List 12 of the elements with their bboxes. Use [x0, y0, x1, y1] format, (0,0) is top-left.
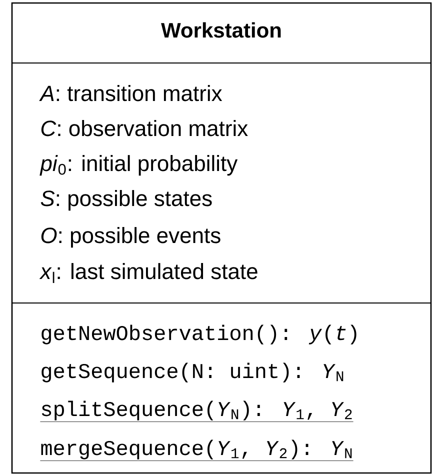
method-text: getNewObservation(): y(t): [42, 324, 356, 344]
attribute-text: x$_{l}$: last simulated state: [39, 263, 258, 284]
attribute-text: S: possible states: [40, 190, 212, 211]
attribute-text: A: transition matrix: [39, 85, 222, 102]
method-text: mergeSequence(Y$_{1}$, Y$_{2}$): Y$_{N}$: [40, 440, 354, 461]
class-name: Workstation: [161, 22, 281, 38]
attribute-text: pi$_{0}$: initial probability: [40, 155, 238, 176]
method-text: splitSequence(Y$_{N}$): Y$_{1}$, Y$_{2}$: [40, 400, 354, 422]
attribute-text: O: possible events: [41, 227, 220, 248]
method-text: getSequence(N: uint): Y$_{N}$: [42, 362, 344, 382]
attribute-text: C: observation matrix: [41, 120, 248, 136]
class-box: [11, 2, 432, 474]
